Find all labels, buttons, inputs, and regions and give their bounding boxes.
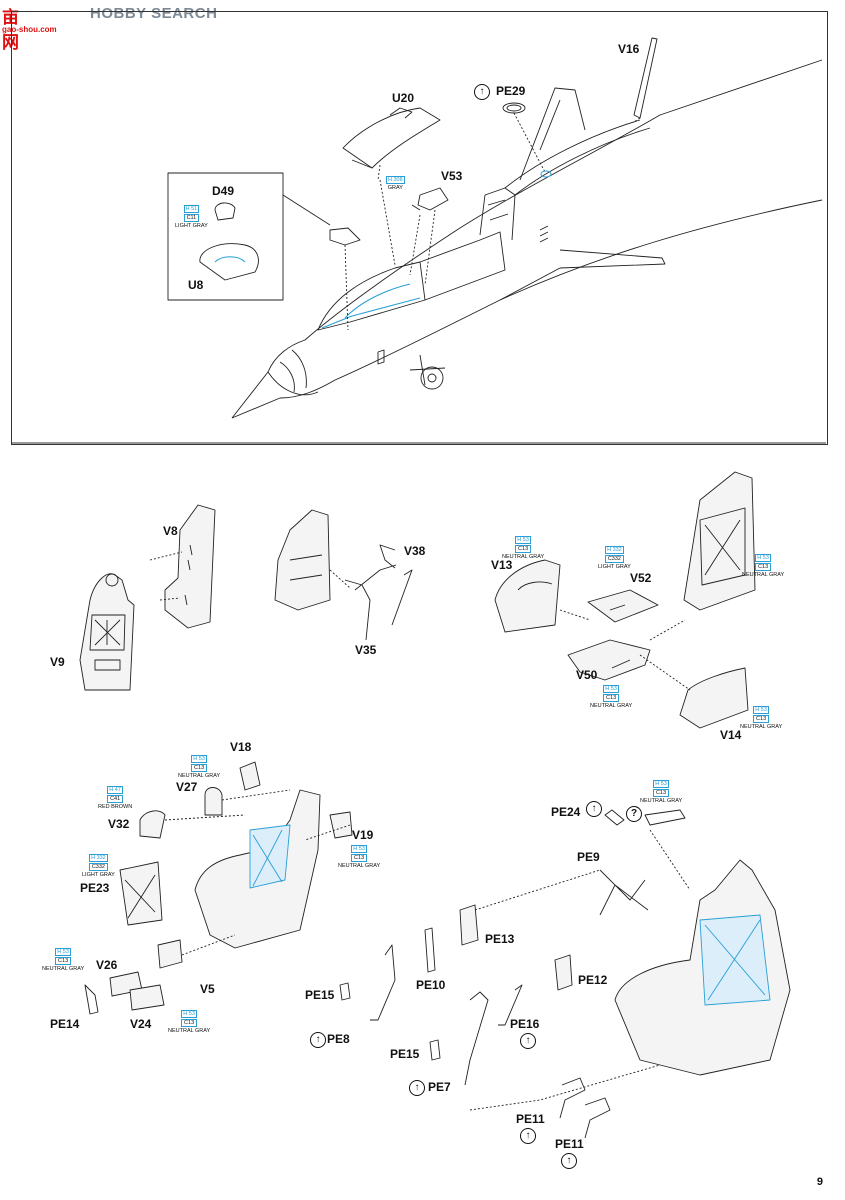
- label-v19: V19: [352, 828, 374, 842]
- label-pe29: PE29: [496, 84, 526, 98]
- label-v32: V32: [108, 817, 130, 831]
- seat-assembly-right-pe: [339, 809, 791, 1139]
- label-v26: V26: [96, 958, 118, 972]
- label-u20: U20: [392, 91, 415, 105]
- page-number: 9: [816, 1176, 823, 1188]
- label-v8: V8: [163, 524, 178, 538]
- label-pe9: PE9: [577, 850, 600, 864]
- photo-etch-icon: ↑: [520, 1128, 536, 1144]
- label-v18: V18: [230, 740, 252, 754]
- label-pe7: PE7: [428, 1080, 451, 1094]
- label-pe23: PE23: [80, 881, 110, 895]
- label-pe10: PE10: [416, 978, 446, 992]
- label-pe24: PE24: [551, 805, 581, 819]
- seat-assembly-v13-v14: [494, 471, 756, 729]
- label-pe11-a: PE11: [516, 1112, 545, 1126]
- label-v14: V14: [720, 728, 742, 742]
- label-v52: V52: [630, 571, 652, 585]
- label-d49: D49: [212, 184, 235, 198]
- photo-etch-icon: ↑: [474, 84, 490, 100]
- label-pe11-b: PE11: [555, 1137, 584, 1151]
- label-pe15-b: PE15: [390, 1047, 420, 1061]
- label-v35: V35: [355, 643, 377, 657]
- label-v24: V24: [130, 1017, 152, 1031]
- label-v5: V5: [200, 982, 215, 996]
- photo-etch-icon: ↑: [586, 801, 602, 817]
- photo-etch-icon: ↑: [520, 1033, 536, 1049]
- photo-etch-icon: ↑: [310, 1032, 326, 1048]
- seat-assembly-left-assembled: [84, 761, 353, 1015]
- label-v9: V9: [50, 655, 65, 669]
- watermark-url: gao-shou.com: [2, 25, 57, 34]
- label-v16: V16: [618, 42, 640, 56]
- label-v13: V13: [491, 558, 513, 572]
- label-v50: V50: [576, 668, 598, 682]
- watermark-logo: 亩网: [2, 8, 20, 53]
- label-pe12: PE12: [578, 973, 608, 987]
- label-pe16: PE16: [510, 1017, 540, 1031]
- label-v27: V27: [176, 780, 198, 794]
- photo-etch-icon: ↑: [561, 1153, 577, 1169]
- label-pe15-a: PE15: [305, 988, 335, 1002]
- label-pe13: PE13: [485, 932, 515, 946]
- label-v53: V53: [441, 169, 463, 183]
- top-panel-cockpit-exterior: [11, 11, 828, 445]
- seat-assembly-v35-v38: [274, 509, 413, 641]
- label-v38: V38: [404, 544, 426, 558]
- watermark-text: HOBBY SEARCH: [90, 5, 218, 22]
- label-pe8: PE8: [327, 1032, 350, 1046]
- seat-assembly-v8-v9: [79, 504, 216, 691]
- label-pe14: PE14: [50, 1017, 80, 1031]
- label-u8: U8: [188, 278, 204, 292]
- question-icon: ?: [626, 806, 642, 822]
- photo-etch-icon: ↑: [409, 1080, 425, 1096]
- aircraft-fuselage-drawing: [167, 37, 823, 419]
